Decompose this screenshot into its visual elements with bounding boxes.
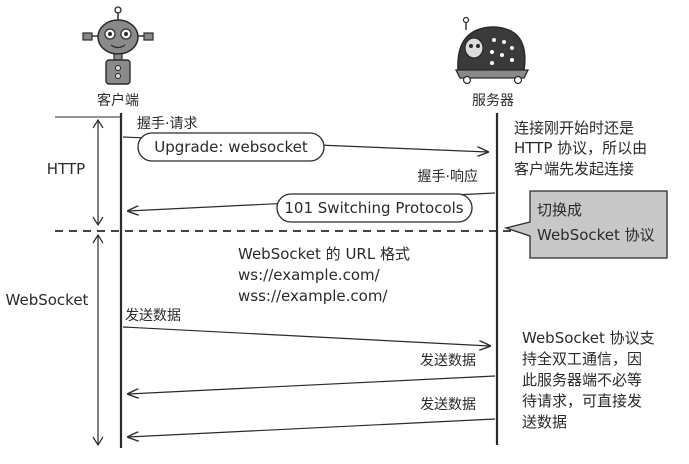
duplex-note-line-5: 送数据 [522, 413, 567, 431]
duplex-note-line-1: WebSocket 协议支 [522, 329, 655, 347]
protocol-switch-callout [503, 190, 668, 259]
duplex-note-line-3: 此服务器端不必等 [522, 371, 642, 389]
http-phase-label: HTTP [47, 160, 85, 178]
http-phase-bracket [92, 118, 104, 227]
server-label: 服务器 [472, 93, 514, 109]
url-format-title: WebSocket 的 URL 格式 [238, 245, 410, 263]
send-data-label-1: 发送数据 [125, 308, 181, 324]
send-data-label-2: 发送数据 [420, 353, 476, 369]
connection-note-line-3: 客户端先发起连接 [514, 160, 634, 178]
handshake-response-label: 握手·响应 [418, 168, 478, 185]
upgrade-header-text: Upgrade: websocket [154, 138, 308, 156]
client-send-arrow [122, 326, 490, 346]
upgrade-header-box [137, 132, 325, 162]
switching-protocols-box [276, 193, 473, 223]
connection-note-line-1: 连接刚开始时还是 [514, 119, 634, 137]
handshake-request-label: 握手·请求 [137, 116, 197, 132]
callout-line-2: WebSocket 协议 [537, 226, 655, 244]
url-format-wss: wss://example.com/ [238, 287, 388, 305]
duplex-note-line-4: 待请求，可直接发 [522, 392, 642, 410]
url-format-ws: ws://example.com/ [238, 266, 381, 284]
duplex-note-line-2: 持全双工通信，因 [522, 350, 642, 368]
callout-line-1: 切换成 [537, 201, 582, 219]
server-robot-icon [454, 16, 530, 85]
connection-note-line-2: HTTP 协议，所以由 [514, 139, 647, 157]
websocket-phase-bracket [92, 233, 104, 447]
client-label: 客户端 [97, 92, 139, 109]
websocket-phase-label: WebSocket [6, 291, 89, 309]
client-robot-icon [82, 6, 154, 85]
server-send-arrow-1 [128, 375, 496, 394]
send-data-label-3: 发送数据 [420, 397, 476, 413]
server-send-arrow-2 [128, 418, 496, 437]
switching-protocols-text: 101 Switching Protocols [284, 199, 463, 217]
